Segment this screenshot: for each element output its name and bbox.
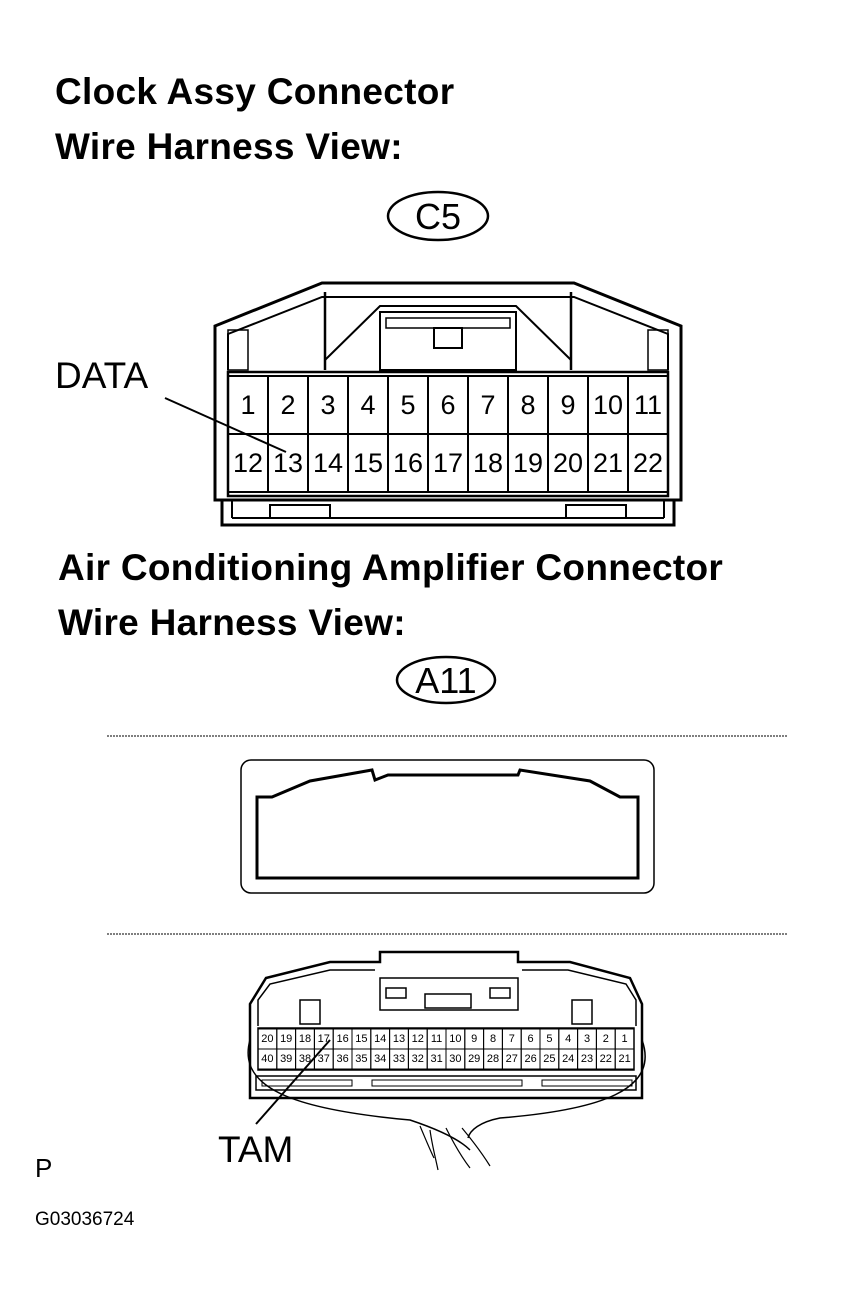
a11-pin-label: 39 bbox=[280, 1053, 292, 1065]
c5-pin-label: 7 bbox=[480, 390, 495, 420]
c5-pin-label: 5 bbox=[400, 390, 415, 420]
a11-pin-label: 1 bbox=[622, 1033, 628, 1045]
footer-letter: P bbox=[35, 1153, 52, 1183]
c5-pin-label: 13 bbox=[273, 448, 303, 478]
a11-pin-label: 20 bbox=[261, 1033, 273, 1045]
c5-pin-label: 12 bbox=[233, 448, 263, 478]
a11-pin-cell bbox=[614, 1048, 635, 1070]
a11-pin-label: 37 bbox=[318, 1053, 330, 1065]
a11-pin-label: 15 bbox=[355, 1033, 367, 1045]
a11-pin-label: 4 bbox=[565, 1033, 571, 1045]
c5-pin-label: 15 bbox=[353, 448, 383, 478]
a11-pin-label: 6 bbox=[528, 1033, 534, 1045]
clock-connector-title: Clock Assy Connector bbox=[55, 71, 455, 112]
c5-pin-label: 14 bbox=[313, 448, 343, 478]
c5-pin-cell bbox=[627, 433, 669, 493]
c5-pin-label: 11 bbox=[634, 390, 662, 420]
a11-pin-label: 14 bbox=[374, 1033, 386, 1045]
a11-pin-label: 40 bbox=[261, 1053, 273, 1065]
a11-connector bbox=[247, 950, 646, 1171]
c5-pin-label: 21 bbox=[593, 448, 623, 478]
a11-pin-label: 2 bbox=[603, 1033, 609, 1045]
a11-badge: A11 bbox=[395, 655, 497, 705]
a11-pin-label: 3 bbox=[584, 1033, 590, 1045]
c5-pin-label: 4 bbox=[360, 390, 375, 420]
a11-pin-label: 27 bbox=[506, 1053, 518, 1065]
a11-pin-label: 16 bbox=[336, 1033, 348, 1045]
c5-code: C5 bbox=[415, 196, 461, 237]
a11-pin-label: 35 bbox=[355, 1053, 367, 1065]
c5-connector bbox=[213, 281, 683, 527]
a11-pin-label: 26 bbox=[524, 1053, 536, 1065]
a11-pin-label: 12 bbox=[412, 1033, 424, 1045]
a11-pin-label: 11 bbox=[431, 1033, 442, 1045]
ac-connector-title: Air Conditioning Amplifier Connector bbox=[58, 547, 724, 588]
a11-pin-label: 9 bbox=[471, 1033, 477, 1045]
a11-pin-label: 25 bbox=[543, 1053, 555, 1065]
a11-pin-label: 23 bbox=[581, 1053, 593, 1065]
a11-face-view bbox=[240, 759, 655, 894]
figure-id: G03036724 bbox=[35, 1209, 135, 1230]
c5-pin-label: 17 bbox=[433, 448, 463, 478]
c5-data-callout: DATA bbox=[55, 355, 149, 396]
a11-pin-label: 17 bbox=[318, 1033, 330, 1045]
c5-pin-label: 20 bbox=[553, 448, 583, 478]
a11-pin-label: 29 bbox=[468, 1053, 480, 1065]
a11-pin-label: 13 bbox=[393, 1033, 405, 1045]
c5-pin-label: 18 bbox=[473, 448, 503, 478]
a11-pin-label: 31 bbox=[430, 1053, 442, 1065]
a11-pin-label: 24 bbox=[562, 1053, 574, 1065]
a11-tam-callout: TAM bbox=[218, 1129, 293, 1170]
c5-pin-label: 8 bbox=[520, 390, 535, 420]
c5-badge: C5 bbox=[386, 190, 490, 242]
a11-pin-label: 21 bbox=[618, 1053, 630, 1065]
a11-pin-label: 34 bbox=[374, 1053, 386, 1065]
a11-pin-label: 30 bbox=[449, 1053, 461, 1065]
c5-pin-label: 22 bbox=[633, 448, 663, 478]
a11-pin-label: 5 bbox=[546, 1033, 552, 1045]
c5-pin-label: 9 bbox=[560, 390, 575, 420]
a11-pin-label: 8 bbox=[490, 1033, 496, 1045]
c5-pin-label: 2 bbox=[280, 390, 295, 420]
ac-view-label: Wire Harness View: bbox=[58, 602, 406, 643]
a11-pin-label: 33 bbox=[393, 1053, 405, 1065]
a11-code: A11 bbox=[415, 660, 476, 701]
a11-pin-label: 38 bbox=[299, 1053, 311, 1065]
c5-pin-label: 19 bbox=[513, 448, 543, 478]
a11-pin-label: 22 bbox=[600, 1053, 612, 1065]
a11-pin-label: 19 bbox=[280, 1033, 292, 1045]
c5-pin-label: 3 bbox=[320, 390, 335, 420]
a11-pin-label: 18 bbox=[299, 1033, 311, 1045]
a11-pin-label: 10 bbox=[449, 1033, 461, 1045]
c5-pin-label: 1 bbox=[240, 390, 255, 420]
a11-pin-label: 32 bbox=[412, 1053, 424, 1065]
a11-pin-label: 7 bbox=[509, 1033, 515, 1045]
a11-pin-label: 28 bbox=[487, 1053, 499, 1065]
c5-pin-label: 16 bbox=[393, 448, 423, 478]
c5-pin-label: 10 bbox=[593, 390, 623, 420]
a11-tam-leader-line bbox=[255, 1039, 331, 1125]
c5-pin-label: 6 bbox=[440, 390, 455, 420]
clock-view-label: Wire Harness View: bbox=[55, 126, 403, 167]
c5-data-leader-line bbox=[164, 397, 287, 453]
a11-pin-label: 36 bbox=[336, 1053, 348, 1065]
